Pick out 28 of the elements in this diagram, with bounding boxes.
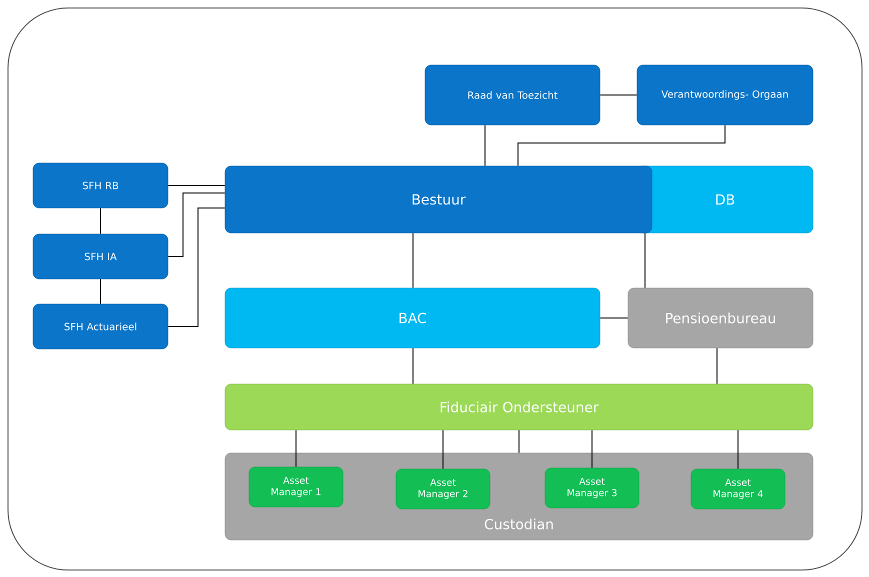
board-box: Bestuur [224,166,652,234]
board-box: DB [636,166,814,234]
connector-line [100,208,101,234]
connector-line [484,124,486,166]
connector-line [716,348,718,384]
connector-line [168,208,226,327]
connector-line [600,94,638,96]
manager-box: Asset Manager 3 [544,468,640,508]
office-box: Pensioenbureau [628,288,814,348]
connector-line [168,192,226,257]
committee-box: SFH IA [32,234,168,280]
connector-line [100,278,101,304]
connector-line [412,232,414,288]
connector-line [442,430,444,470]
manager-box: Asset Manager 4 [690,468,786,510]
connector-line [518,430,520,454]
committee-box: BAC [224,288,600,348]
committee-box: SFH Actuarieel [32,304,168,350]
manager-box: Asset Manager 2 [396,468,490,510]
organ-box: Raad van Toezicht [424,64,600,126]
connector-line [644,232,646,288]
committee-box: SFH RB [32,162,168,208]
connector-line [168,185,226,186]
connector-line [412,348,414,384]
manager-box: Asset Manager 1 [248,466,344,508]
organ-box: Verantwoordings- Orgaan [636,64,814,126]
connector-line [518,124,726,166]
service-bar: Fiduciair Ondersteuner [224,384,814,430]
